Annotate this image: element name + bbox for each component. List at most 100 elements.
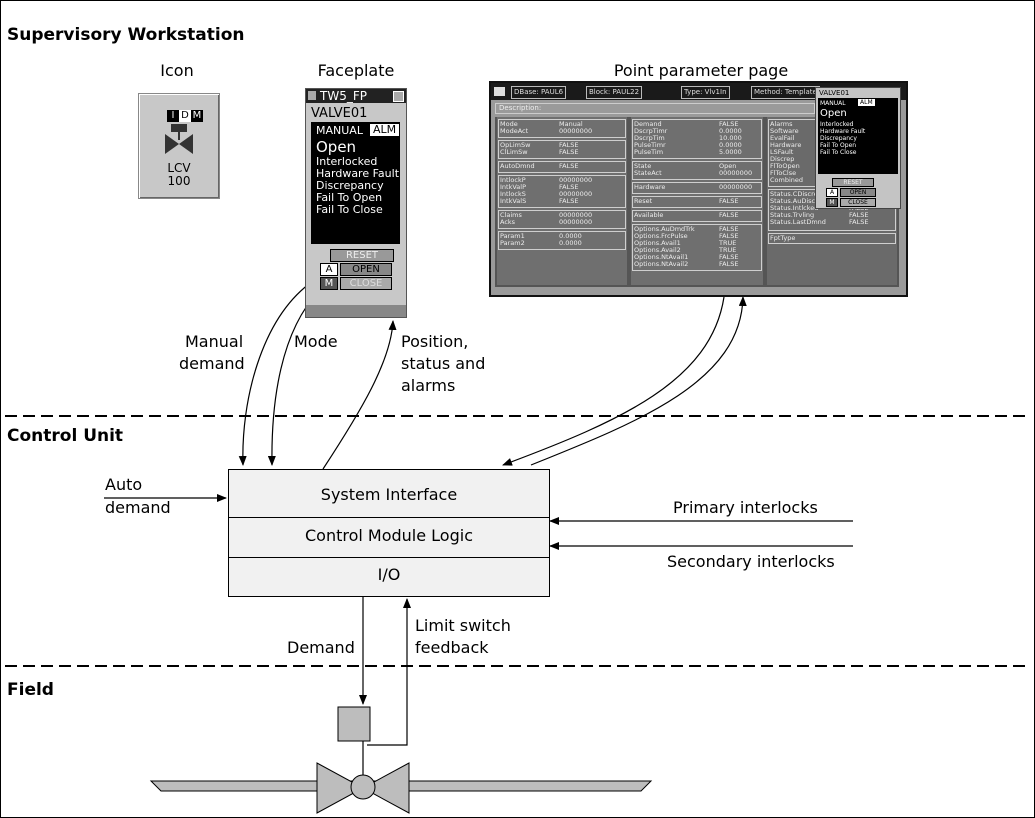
status-value: FALSE bbox=[849, 211, 869, 219]
mini-alarm-line: Hardware Fault bbox=[820, 128, 866, 135]
param-value: FALSE bbox=[719, 211, 739, 219]
param-name: PulseTim bbox=[634, 148, 664, 156]
param-value: 00000000 bbox=[559, 211, 593, 219]
reset-button[interactable]: RESET bbox=[330, 249, 394, 262]
param-name: IntkValP bbox=[500, 183, 526, 191]
mini-display: MANUAL ALM Open Interlocked Hardware Fau… bbox=[818, 98, 898, 174]
param-name: PulseTimr bbox=[634, 141, 666, 149]
faceplate-mode: MANUAL bbox=[316, 124, 363, 137]
point-page-wire-up bbox=[530, 296, 747, 466]
manual-demand-label: Manual bbox=[185, 332, 244, 351]
flag-m: M bbox=[191, 110, 203, 122]
mini-auto-button[interactable]: A bbox=[826, 188, 838, 197]
param-value: 0.0000 bbox=[559, 232, 582, 240]
alarm-cell: EvalFail bbox=[770, 134, 795, 142]
flag-d: D bbox=[179, 110, 191, 122]
valve-body-right bbox=[361, 762, 410, 814]
auto-mode-button[interactable]: A bbox=[320, 263, 338, 276]
param-value: 00000000 bbox=[559, 190, 593, 198]
alarm-cell: Hardware bbox=[770, 141, 802, 149]
type-field: Type: Vlv1In bbox=[681, 86, 730, 99]
window-menu-icon[interactable] bbox=[308, 91, 316, 100]
param-name: OpLimSw bbox=[500, 141, 531, 149]
valve-symbol-icon bbox=[165, 124, 193, 154]
open-button[interactable]: OPEN bbox=[340, 263, 392, 276]
param-name: Mode bbox=[500, 120, 518, 128]
limit-switch-label: feedback bbox=[415, 638, 489, 657]
mini-open-button[interactable]: OPEN bbox=[840, 188, 876, 197]
parameter-group bbox=[632, 182, 762, 194]
param-value: FALSE bbox=[719, 120, 739, 128]
param-value: 00000000 bbox=[559, 218, 593, 226]
param-value: Manual bbox=[559, 120, 583, 128]
param-name: AutoDmnd bbox=[500, 162, 535, 170]
icon-flags: I D M bbox=[167, 110, 203, 122]
param-value: 0.0000 bbox=[719, 141, 742, 149]
cu-divider bbox=[229, 517, 549, 518]
status-name: Status.LastDmnd bbox=[770, 218, 826, 226]
manual-mode-button[interactable]: M bbox=[320, 277, 338, 290]
description-field[interactable]: Description: bbox=[495, 103, 815, 114]
param-name: Options.Avail2 bbox=[634, 246, 681, 254]
param-value: 00000000 bbox=[719, 169, 753, 177]
section-title-supervisory: Supervisory Workstation bbox=[7, 25, 245, 45]
alarm-cell: FlToClse bbox=[770, 169, 797, 177]
parameter-group bbox=[498, 175, 626, 208]
dbase-field: DBase: PAUL6 bbox=[511, 86, 567, 99]
mini-faceplate: VALVE01 MANUAL ALM Open Interlocked Hard… bbox=[815, 87, 901, 209]
alarm-line: Interlocked bbox=[316, 155, 378, 168]
mini-close-button[interactable]: CLOSE bbox=[840, 198, 876, 207]
status-name: Status.Intlcked bbox=[770, 204, 819, 212]
control-unit-block: System Interface Control Module Logic I/… bbox=[228, 469, 550, 597]
mini-manual-button[interactable]: M bbox=[826, 198, 838, 207]
alarm-cell: LSFault bbox=[770, 148, 794, 156]
menu-icon[interactable] bbox=[494, 87, 505, 96]
param-name: DscrpTim bbox=[634, 134, 665, 142]
alarm-cell: FlToOpen bbox=[770, 162, 800, 170]
param-value: TRUE bbox=[719, 246, 737, 254]
mini-alarm-line: Fail To Open bbox=[820, 142, 857, 149]
param-name: IntlockP bbox=[500, 176, 526, 184]
mini-mode: MANUAL bbox=[820, 100, 846, 107]
param-name: Param1 bbox=[500, 232, 525, 240]
point-page-wire-down bbox=[502, 296, 725, 466]
close-valve-button[interactable]: CLOSE bbox=[340, 277, 392, 290]
param-value: FALSE bbox=[719, 260, 739, 268]
param-name: ModeAct bbox=[500, 127, 529, 135]
parameter-group bbox=[632, 161, 762, 180]
valve-body-left bbox=[316, 762, 365, 814]
demand-label: Demand bbox=[287, 638, 355, 657]
valve-actuator bbox=[337, 706, 371, 742]
mini-alarm-badge: ALM bbox=[858, 99, 875, 106]
alarm-cell: Combined bbox=[770, 176, 804, 184]
param-name: Options.Avail1 bbox=[634, 239, 681, 247]
alarm-cell: Software bbox=[770, 127, 799, 135]
status-value: FALSE bbox=[849, 218, 869, 226]
alarm-cell: Discrep bbox=[770, 155, 795, 163]
manual-demand-wire bbox=[238, 283, 310, 466]
block-field: Block: PAUL22 bbox=[586, 86, 643, 99]
mini-alarm-line: Fail To Close bbox=[820, 149, 857, 156]
mode-label: Mode bbox=[294, 332, 338, 351]
flag-i: I bbox=[167, 110, 179, 122]
auto-demand-label: Auto bbox=[105, 475, 143, 494]
faceplate-display: MANUAL ALM Open Interlocked Hardware Fau… bbox=[311, 122, 400, 244]
valve-icon-widget[interactable]: I D M LCV 100 bbox=[138, 93, 220, 199]
mini-reset-button[interactable]: RESET bbox=[832, 178, 874, 187]
faceplate-block-name: VALVE01 bbox=[311, 106, 368, 121]
primary-interlocks-label: Primary interlocks bbox=[673, 498, 818, 517]
secondary-interlocks-label: Secondary interlocks bbox=[667, 552, 835, 571]
faceplate-window: TW5_FP VALVE01 MANUAL ALM Open Interlock… bbox=[305, 88, 407, 318]
param-name: Reset bbox=[634, 197, 653, 205]
param-name: Options.AuDmdTrk bbox=[634, 225, 695, 233]
limit-switch-wire bbox=[367, 598, 411, 746]
param-value: 0.0000 bbox=[559, 239, 582, 247]
faceplate-title: TW5_FP bbox=[320, 89, 367, 103]
limit-switch-label: Limit switch bbox=[415, 616, 511, 635]
param-name: Demand bbox=[634, 120, 662, 128]
close-icon[interactable] bbox=[393, 91, 404, 102]
param-name: Available bbox=[634, 211, 664, 219]
alarm-line: Discrepancy bbox=[316, 179, 384, 192]
